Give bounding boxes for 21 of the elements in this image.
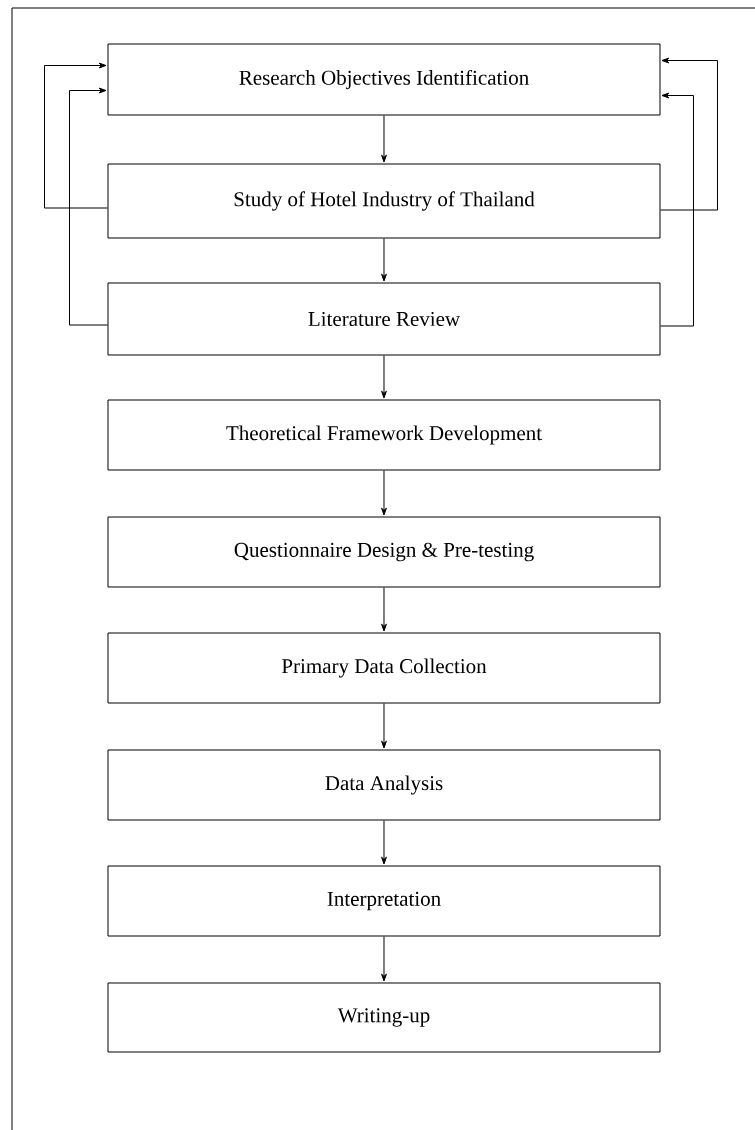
process-box: Literature Review [107,282,661,356]
arrow [381,936,387,982]
arrow [381,115,387,163]
process-box: Theoretical Framework Development [107,399,661,471]
process-box: Research Objectives Identification [107,43,661,116]
process-box: Writing-up [107,982,661,1053]
process-box: Interpretation [107,865,661,937]
arrow [381,587,387,632]
process-box: Questionnaire Design & Pre-testing [107,516,661,588]
arrow [381,820,387,865]
process-box: Primary Data Collection [107,632,661,704]
arrow [44,62,108,209]
arrow [660,57,718,211]
arrow [381,703,387,749]
arrow [381,238,387,282]
arrow [381,470,387,516]
arrow [660,92,694,327]
process-box: Study of Hotel Industry of Thailand [107,163,661,239]
process-box: Data Analysis [107,749,661,821]
arrow [69,87,108,326]
arrow [381,355,387,399]
